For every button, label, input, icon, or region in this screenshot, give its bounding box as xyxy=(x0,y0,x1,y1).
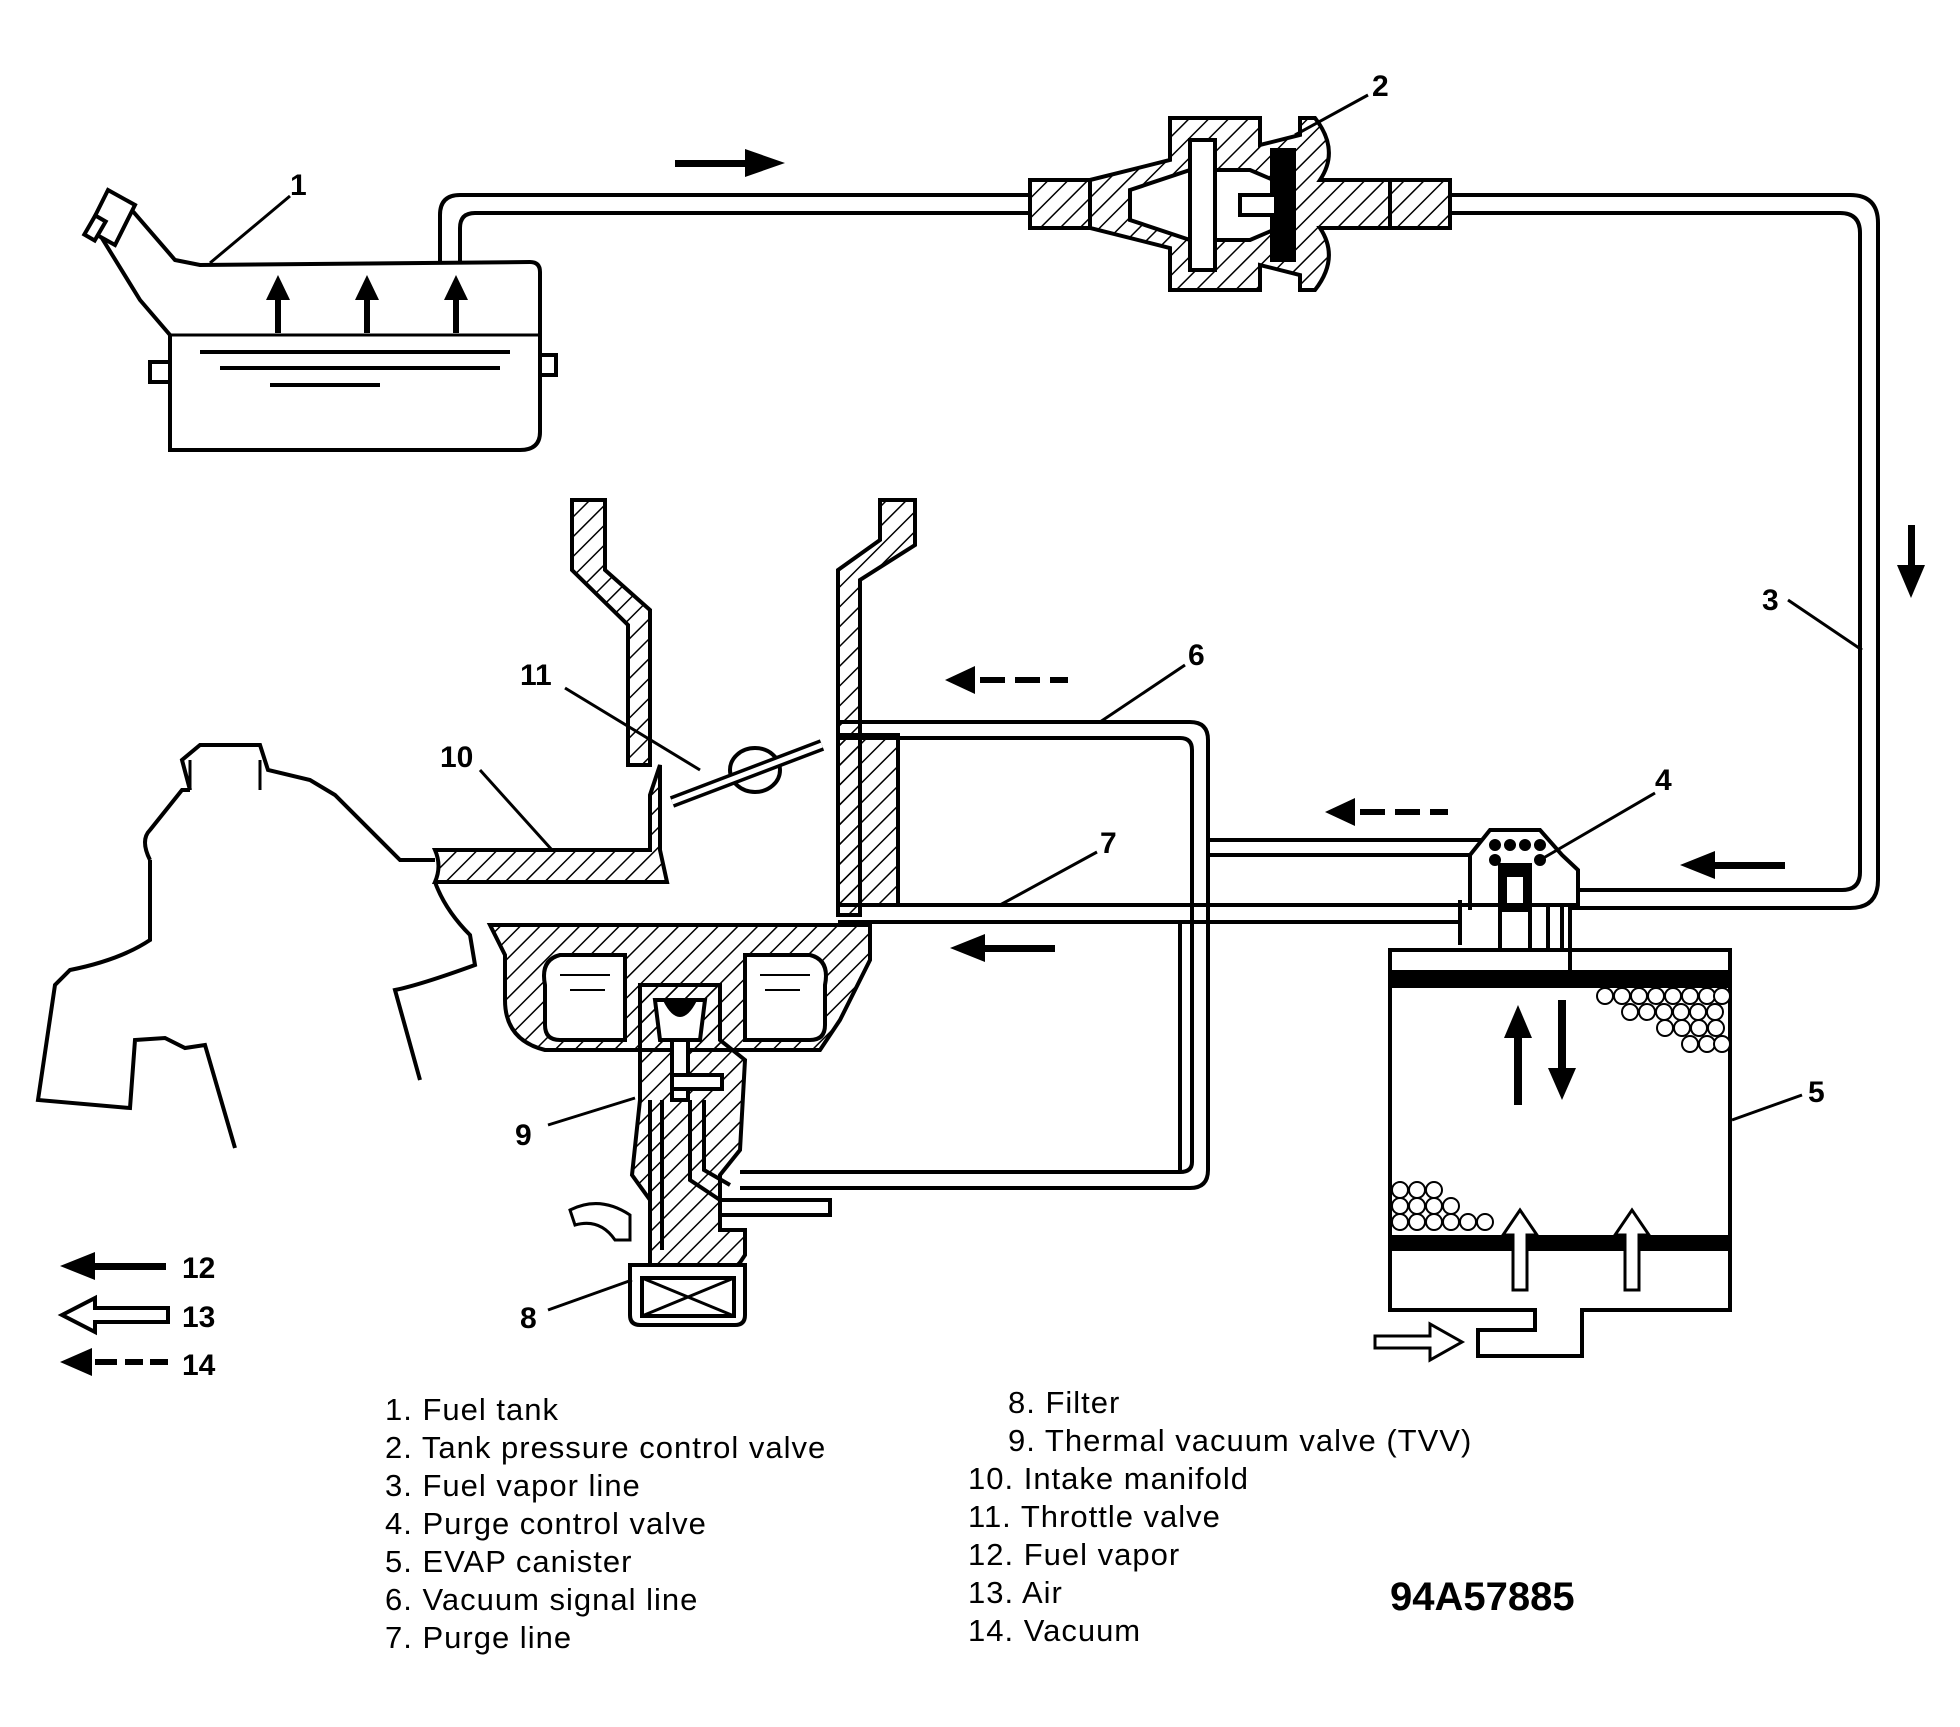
evap-canister xyxy=(1388,900,1732,1358)
callout-7: 7 xyxy=(1100,827,1117,860)
callout-2: 2 xyxy=(1372,70,1389,103)
legend-item-vacuum: 14. Vacuum xyxy=(968,1613,1141,1648)
legend-item-purge-control-valve: 4. Purge control valve xyxy=(385,1506,707,1541)
legend-item-throttle-valve: 11. Throttle valve xyxy=(968,1499,1221,1534)
legend-item-fuel-tank: 1. Fuel tank xyxy=(385,1392,559,1427)
callout-1: 1 xyxy=(290,169,307,202)
legend-fuel-vapor-arrow xyxy=(90,1263,166,1270)
legend-right: 8. Filter 9. Thermal vacuum valve (TVV) … xyxy=(968,1385,1472,1648)
callout-6: 6 xyxy=(1188,639,1205,672)
fuel-vapor-arrows-tank xyxy=(266,275,468,333)
legend-item-fuel-vapor-line: 3. Fuel vapor line xyxy=(385,1468,641,1503)
legend-item-intake-manifold: 10. Intake manifold xyxy=(968,1461,1249,1496)
legend-item-air: 13. Air xyxy=(968,1575,1063,1610)
fuel-tank xyxy=(81,187,558,452)
fuel-vapor-line xyxy=(438,193,1880,910)
callout-3: 3 xyxy=(1762,584,1779,617)
legend-air-arrow xyxy=(57,1294,170,1336)
canister-charcoal-bottom xyxy=(1391,1181,1494,1231)
throttle-valve xyxy=(669,739,825,808)
callout-labels: 1 2 3 4 5 6 7 8 9 10 11 12 13 14 xyxy=(182,70,1825,1382)
legend-item-tank-pressure-control-valve: 2. Tank pressure control valve xyxy=(385,1430,826,1465)
figure-id: 94A57885 xyxy=(1390,1575,1575,1619)
callout-9: 9 xyxy=(515,1119,532,1152)
callout-10: 10 xyxy=(440,741,473,774)
vacuum-flow-arrows xyxy=(945,666,1448,826)
filter xyxy=(628,1263,747,1327)
legend-item-filter: 8. Filter xyxy=(1008,1385,1120,1420)
legend-fuel-vapor-arrowhead xyxy=(60,1252,95,1280)
legend-symbols xyxy=(57,1252,170,1376)
legend-item-vacuum-signal-line: 6. Vacuum signal line xyxy=(385,1582,698,1617)
callout-12: 12 xyxy=(182,1252,215,1285)
callout-14: 14 xyxy=(182,1349,216,1382)
vacuum-signal-line xyxy=(740,720,1490,1190)
callout-11: 11 xyxy=(520,659,552,692)
legend-item-evap-canister: 5. EVAP canister xyxy=(385,1544,632,1579)
legend-vacuum-arrowhead xyxy=(60,1348,92,1376)
tvv-inlet-pipe xyxy=(568,1202,632,1242)
legend-item-thermal-vacuum-valve: 9. Thermal vacuum valve (TVV) xyxy=(1008,1423,1472,1458)
legend-item-fuel-vapor: 12. Fuel vapor xyxy=(968,1537,1180,1572)
callout-8: 8 xyxy=(520,1302,537,1335)
legend-left: 1. Fuel tank 2. Tank pressure control va… xyxy=(385,1392,826,1655)
tank-pressure-control-valve xyxy=(1028,116,1452,292)
thermal-vacuum-valve xyxy=(629,983,748,1272)
fuel-vapor-flow-arrows xyxy=(675,149,1925,962)
callout-13: 13 xyxy=(182,1301,215,1334)
leader-lines xyxy=(209,93,1863,1312)
intake-manifold xyxy=(431,498,917,1052)
engine-outline xyxy=(35,743,478,1149)
callout-4: 4 xyxy=(1655,764,1672,797)
callout-5: 5 xyxy=(1808,1076,1825,1109)
canister-charcoal-top xyxy=(1596,987,1731,1053)
canister-flow-arrows xyxy=(1500,1000,1652,1292)
legend-item-purge-line: 7. Purge line xyxy=(385,1620,572,1655)
air-inlet-arrow xyxy=(1373,1321,1466,1363)
